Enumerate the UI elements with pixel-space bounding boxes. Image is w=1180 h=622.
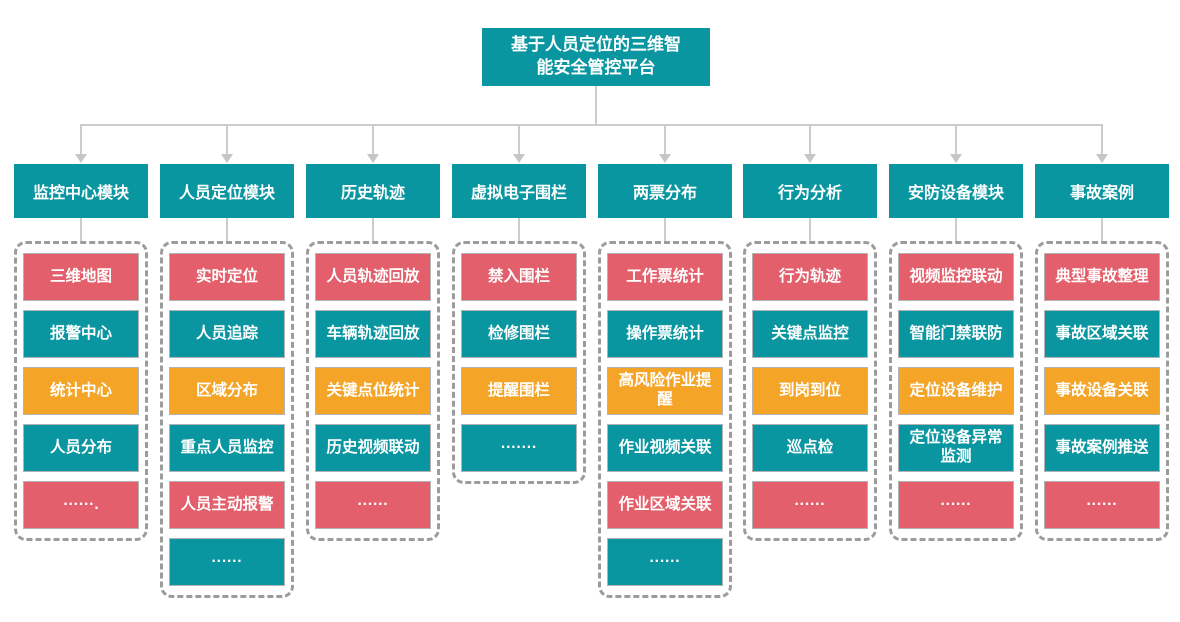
module-items-container: 人员轨迹回放车辆轨迹回放关键点位统计历史视频联动 ······ bbox=[306, 241, 440, 541]
feature-node: 事故设备关联 bbox=[1044, 367, 1160, 415]
feature-node: 关键点位统计 bbox=[315, 367, 431, 415]
feature-node: ······ bbox=[752, 481, 868, 529]
feature-node: 作业区域关联 bbox=[607, 481, 723, 529]
connector-stub-7 bbox=[955, 218, 957, 241]
feature-node: 提醒围栏 bbox=[461, 367, 577, 415]
feature-node: 作业视频关联 bbox=[607, 424, 723, 472]
feature-node: 人员追踪 bbox=[169, 310, 285, 358]
module-header: 历史轨迹 bbox=[306, 164, 440, 218]
feature-node: 实时定位 bbox=[169, 253, 285, 301]
feature-node: 历史视频联动 bbox=[315, 424, 431, 472]
module-header: 行为分析 bbox=[743, 164, 877, 218]
module-column-7: 安防设备模块视频监控联动智能门禁联防定位设备维护定位设备异常监测 ······ bbox=[889, 0, 1023, 622]
feature-node: 区域分布 bbox=[169, 367, 285, 415]
connector-stub-8 bbox=[1101, 218, 1103, 241]
feature-node: 人员分布 bbox=[23, 424, 139, 472]
feature-node: 统计中心 bbox=[23, 367, 139, 415]
connector-drop-6 bbox=[809, 124, 811, 155]
module-column-1: 监控中心模块三维地图报警中心统计中心人员分布 ······. bbox=[14, 0, 148, 622]
connector-drop-5 bbox=[664, 124, 666, 155]
module-items-container: 视频监控联动智能门禁联防定位设备维护定位设备异常监测 ······ bbox=[889, 241, 1023, 541]
arrowhead-down-icon bbox=[804, 154, 816, 163]
module-items-container: 行为轨迹关键点监控到岗到位巡点检 ······ bbox=[743, 241, 877, 541]
root-node-title: 基于人员定位的三维智能安全管控平台 bbox=[482, 28, 710, 86]
module-items-container: 工作票统计操作票统计高风险作业提醒作业视频关联作业区域关联 ······ bbox=[598, 241, 732, 598]
connector-drop-1 bbox=[80, 124, 82, 155]
arrowhead-down-icon bbox=[221, 154, 233, 163]
arrowhead-down-icon bbox=[659, 154, 671, 163]
feature-node: ······ bbox=[607, 538, 723, 586]
connector-stub-6 bbox=[809, 218, 811, 241]
connector-stub-2 bbox=[226, 218, 228, 241]
module-items-container: 三维地图报警中心统计中心人员分布 ······. bbox=[14, 241, 148, 541]
feature-node: 事故区域关联 bbox=[1044, 310, 1160, 358]
connector-drop-7 bbox=[955, 124, 957, 155]
connector-stub-3 bbox=[372, 218, 374, 241]
feature-node: ······ bbox=[1044, 481, 1160, 529]
arrowhead-down-icon bbox=[75, 154, 87, 163]
feature-node: 事故案例推送 bbox=[1044, 424, 1160, 472]
feature-node: 定位设备异常监测 bbox=[898, 424, 1014, 472]
module-header: 虚拟电子围栏 bbox=[452, 164, 586, 218]
module-header: 安防设备模块 bbox=[889, 164, 1023, 218]
module-header: 事故案例 bbox=[1035, 164, 1169, 218]
connector-stub-5 bbox=[664, 218, 666, 241]
connector-drop-4 bbox=[518, 124, 520, 155]
connector-drop-8 bbox=[1101, 124, 1103, 155]
feature-node: 重点人员监控 bbox=[169, 424, 285, 472]
module-items-container: 禁入围栏检修围栏提醒围栏 ······· bbox=[452, 241, 586, 484]
feature-node: 定位设备维护 bbox=[898, 367, 1014, 415]
feature-node: 高风险作业提醒 bbox=[607, 367, 723, 415]
connector-drop-3 bbox=[372, 124, 374, 155]
feature-node: ······. bbox=[23, 481, 139, 529]
feature-node: 报警中心 bbox=[23, 310, 139, 358]
feature-node: ······· bbox=[461, 424, 577, 472]
feature-node: 典型事故整理 bbox=[1044, 253, 1160, 301]
module-column-4: 虚拟电子围栏禁入围栏检修围栏提醒围栏 ······· bbox=[452, 0, 586, 622]
feature-node: 巡点检 bbox=[752, 424, 868, 472]
connector-stub-1 bbox=[80, 218, 82, 241]
feature-node: 人员主动报警 bbox=[169, 481, 285, 529]
arrowhead-down-icon bbox=[950, 154, 962, 163]
arrowhead-down-icon bbox=[513, 154, 525, 163]
module-column-5: 两票分布工作票统计操作票统计高风险作业提醒作业视频关联作业区域关联 ······ bbox=[598, 0, 732, 622]
feature-node: 检修围栏 bbox=[461, 310, 577, 358]
module-items-container: 实时定位人员追踪区域分布重点人员监控人员主动报警 ······ bbox=[160, 241, 294, 598]
module-header: 监控中心模块 bbox=[14, 164, 148, 218]
feature-node: 车辆轨迹回放 bbox=[315, 310, 431, 358]
module-column-2: 人员定位模块实时定位人员追踪区域分布重点人员监控人员主动报警 ······ bbox=[160, 0, 294, 622]
connector-horizontal-bus bbox=[81, 124, 1102, 126]
module-column-3: 历史轨迹人员轨迹回放车辆轨迹回放关键点位统计历史视频联动 ······ bbox=[306, 0, 440, 622]
module-column-8: 事故案例典型事故整理事故区域关联事故设备关联事故案例推送 ······ bbox=[1035, 0, 1169, 622]
arrowhead-down-icon bbox=[1096, 154, 1108, 163]
feature-node: 视频监控联动 bbox=[898, 253, 1014, 301]
feature-node: ······ bbox=[898, 481, 1014, 529]
feature-node: ······ bbox=[315, 481, 431, 529]
connector-stub-4 bbox=[518, 218, 520, 241]
feature-node: 智能门禁联防 bbox=[898, 310, 1014, 358]
feature-node: 人员轨迹回放 bbox=[315, 253, 431, 301]
module-header: 人员定位模块 bbox=[160, 164, 294, 218]
feature-node: ······ bbox=[169, 538, 285, 586]
feature-node: 行为轨迹 bbox=[752, 253, 868, 301]
feature-node: 关键点监控 bbox=[752, 310, 868, 358]
module-header: 两票分布 bbox=[598, 164, 732, 218]
module-column-6: 行为分析行为轨迹关键点监控到岗到位巡点检 ······ bbox=[743, 0, 877, 622]
connector-title-drop bbox=[595, 86, 597, 124]
feature-node: 到岗到位 bbox=[752, 367, 868, 415]
feature-node: 操作票统计 bbox=[607, 310, 723, 358]
arrowhead-down-icon bbox=[367, 154, 379, 163]
connector-drop-2 bbox=[226, 124, 228, 155]
feature-node: 三维地图 bbox=[23, 253, 139, 301]
feature-node: 工作票统计 bbox=[607, 253, 723, 301]
feature-node: 禁入围栏 bbox=[461, 253, 577, 301]
module-items-container: 典型事故整理事故区域关联事故设备关联事故案例推送 ······ bbox=[1035, 241, 1169, 541]
